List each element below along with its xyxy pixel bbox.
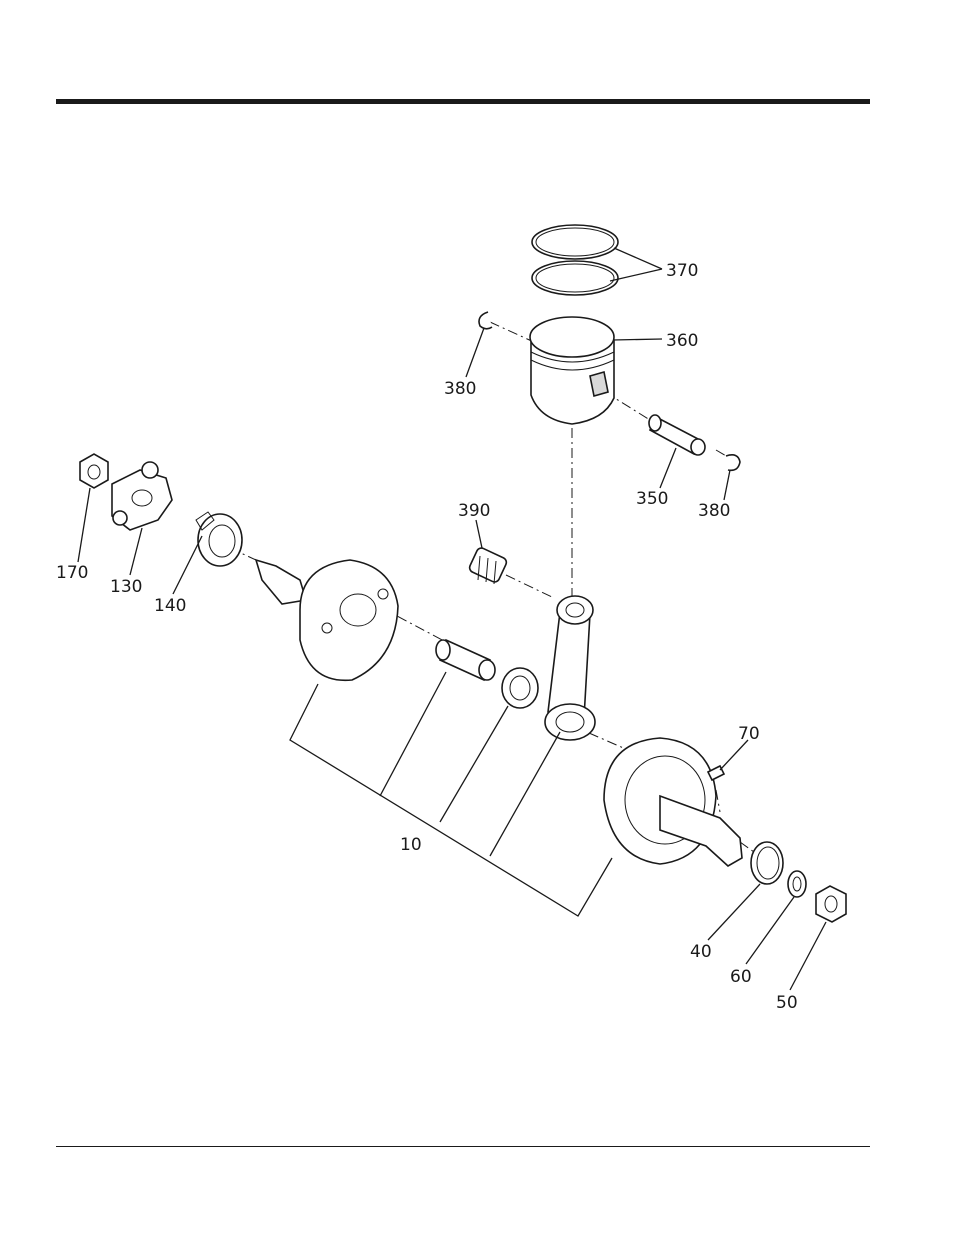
piston-rings — [532, 225, 618, 295]
callout-60: 60 — [730, 967, 752, 987]
callout-350: 350 — [636, 489, 668, 509]
nut-170 — [80, 454, 108, 488]
callout-40: 40 — [690, 942, 712, 962]
nut-50 — [816, 886, 846, 922]
callout-370: 370 — [666, 261, 698, 281]
callout-70: 70 — [738, 724, 760, 744]
coupling-130 — [112, 462, 172, 530]
piston — [530, 317, 614, 424]
washer-60 — [788, 871, 806, 897]
big-end-bearing — [502, 668, 538, 708]
circlip-right — [726, 455, 740, 470]
leader-lines — [78, 248, 826, 990]
callout-130: 130 — [110, 577, 142, 597]
small-end-bearing — [468, 546, 508, 584]
oil-seal-140 — [196, 512, 242, 566]
callout-50: 50 — [776, 993, 798, 1013]
callout-380-left: 380 — [444, 379, 476, 399]
callout-140: 140 — [154, 596, 186, 616]
callout-labels: 370 360 380 350 380 390 170 130 140 70 1… — [56, 261, 798, 1013]
crank-web-right — [604, 738, 742, 866]
callout-360: 360 — [666, 331, 698, 351]
callout-380-right: 380 — [698, 501, 730, 521]
callout-390: 390 — [458, 501, 490, 521]
circlip-left — [479, 312, 492, 329]
piston-pin — [649, 415, 705, 455]
crank-web-left — [256, 560, 398, 680]
connecting-rod — [545, 596, 595, 740]
callout-170: 170 — [56, 563, 88, 583]
ring-40 — [751, 842, 783, 884]
callout-10: 10 — [400, 835, 422, 855]
